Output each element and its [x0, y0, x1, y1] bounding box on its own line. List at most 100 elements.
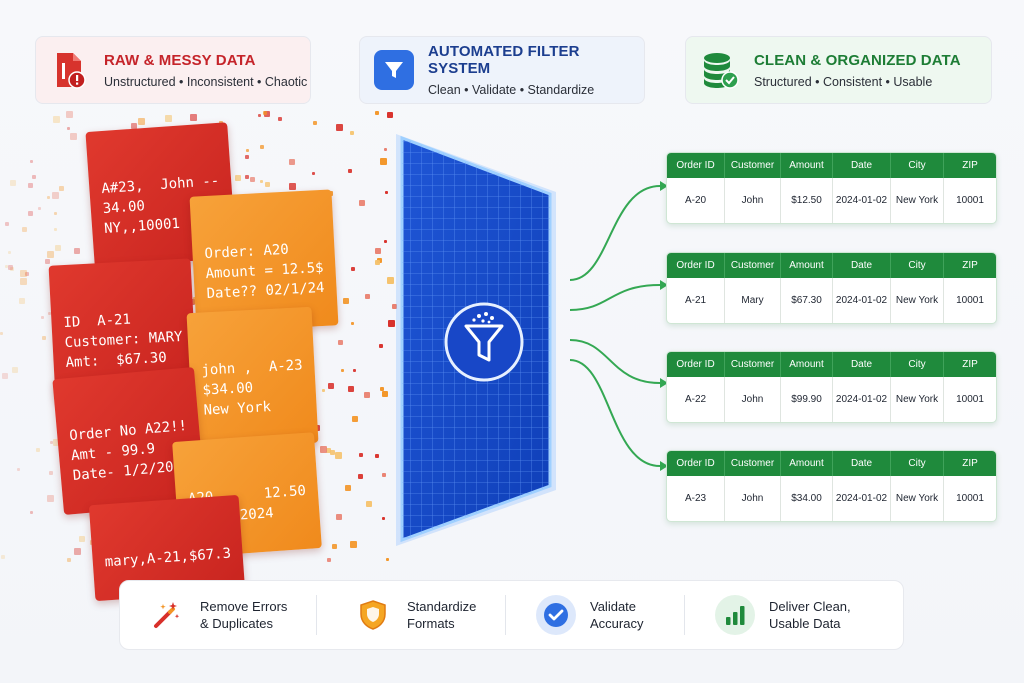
- particle: [30, 159, 34, 163]
- particle: [259, 144, 264, 149]
- particle: [384, 239, 388, 243]
- particle: [32, 175, 37, 180]
- particle: [264, 111, 271, 118]
- particle: [358, 199, 365, 206]
- particle: [20, 270, 28, 278]
- particle: [258, 113, 262, 117]
- file-alert-icon: [50, 50, 90, 90]
- particle: [379, 387, 384, 392]
- particle: [9, 266, 14, 271]
- particle: [30, 510, 34, 514]
- particle: [381, 473, 386, 478]
- particle: [52, 192, 60, 200]
- particle: [377, 257, 383, 263]
- col-amount: Amount: [781, 451, 833, 476]
- particle: [55, 245, 62, 252]
- particle: [0, 331, 4, 335]
- cell-date: 2024-01-02: [833, 278, 891, 323]
- particle: [44, 259, 50, 265]
- particle: [20, 277, 28, 285]
- cell-zip: 10001: [956, 493, 984, 504]
- table-row: A-21 Mary $67.30 2024-01-02 New York 100…: [667, 278, 996, 323]
- particle: [27, 183, 33, 189]
- particle: [42, 335, 47, 340]
- cell-customer: John: [725, 178, 781, 223]
- cell-city: New York: [891, 377, 944, 422]
- particle: [380, 157, 388, 165]
- col-zip: ZIP: [962, 458, 978, 469]
- table-row: A-23 John $34.00 2024-01-02 New York 100…: [667, 476, 996, 521]
- flow-arrows: [569, 181, 668, 471]
- particle: [342, 298, 349, 305]
- funnel-icon: [374, 50, 414, 90]
- cell-city: New York: [891, 178, 944, 223]
- particle: [384, 147, 388, 151]
- funnel-icon: [464, 312, 504, 362]
- particle: [366, 501, 373, 508]
- col-order-id: Order ID: [667, 352, 725, 377]
- col-order-id: Order ID: [667, 153, 725, 178]
- particle: [66, 127, 70, 131]
- particle: [385, 557, 389, 561]
- particle: [11, 366, 18, 373]
- cell-order-id: A-23: [667, 476, 725, 521]
- particle: [7, 264, 13, 270]
- cell-date: 2024-01-02: [833, 476, 891, 521]
- col-city: City: [891, 451, 944, 476]
- cell-date: 2024-01-02: [833, 178, 891, 223]
- particle: [344, 484, 351, 491]
- col-customer: Customer: [725, 352, 781, 377]
- particle: [375, 110, 380, 115]
- cell-city: New York: [891, 278, 944, 323]
- particle: [47, 494, 55, 502]
- col-order-id: Order ID: [667, 253, 725, 278]
- divider: [505, 595, 506, 635]
- particle: [79, 536, 86, 543]
- cell-amount: $99.90: [781, 377, 833, 422]
- col-date: Date: [833, 451, 891, 476]
- raw-data-subtitle: Unstructured • Inconsistent • Chaotic: [104, 74, 308, 89]
- particle: [288, 159, 295, 166]
- col-date: Date: [833, 253, 891, 278]
- particle: [244, 174, 249, 179]
- particle: [7, 250, 11, 254]
- particle: [18, 297, 25, 304]
- particle: [244, 155, 249, 160]
- feature-label: Deliver Clean,Usable Data: [769, 599, 851, 631]
- table-header: Order ID Customer Amount Date City ZIP: [667, 352, 996, 377]
- col-customer: Customer: [725, 253, 781, 278]
- filter-system-title: AUTOMATED FILTER SYSTEM: [428, 43, 580, 77]
- clean-data-subtitle: Structured • Consistent • Usable: [754, 74, 933, 89]
- table-header: Order ID Customer Amount Date City ZIP: [667, 451, 996, 476]
- particle: [382, 391, 389, 397]
- cell-order-id: A-22: [667, 377, 725, 422]
- particle: [28, 210, 34, 216]
- particle: [391, 304, 397, 310]
- particle: [17, 468, 21, 472]
- particle: [25, 271, 30, 276]
- particle: [246, 149, 250, 153]
- database-check-icon: [700, 50, 740, 90]
- particle: [5, 221, 10, 226]
- particle: [319, 446, 327, 454]
- particle: [351, 321, 355, 325]
- particle: [359, 452, 364, 457]
- particle: [338, 339, 344, 345]
- feature-remove-errors: Remove Errors& Duplicates: [120, 581, 316, 649]
- particle: [67, 558, 72, 563]
- particle: [47, 251, 55, 259]
- particle: [235, 175, 242, 182]
- cell-customer: John: [725, 476, 781, 521]
- col-zip: ZIP: [962, 160, 978, 171]
- particle: [321, 389, 325, 393]
- cell-customer: Mary: [725, 278, 781, 323]
- col-city: City: [891, 253, 944, 278]
- clean-data-title: CLEAN & ORGANIZED DATA: [754, 51, 961, 69]
- particle: [165, 115, 173, 123]
- particle: [379, 344, 383, 349]
- table-header: Order ID Customer Amount Date City ZIP: [667, 253, 996, 278]
- particle: [50, 441, 54, 445]
- check-circle-icon: [536, 595, 576, 635]
